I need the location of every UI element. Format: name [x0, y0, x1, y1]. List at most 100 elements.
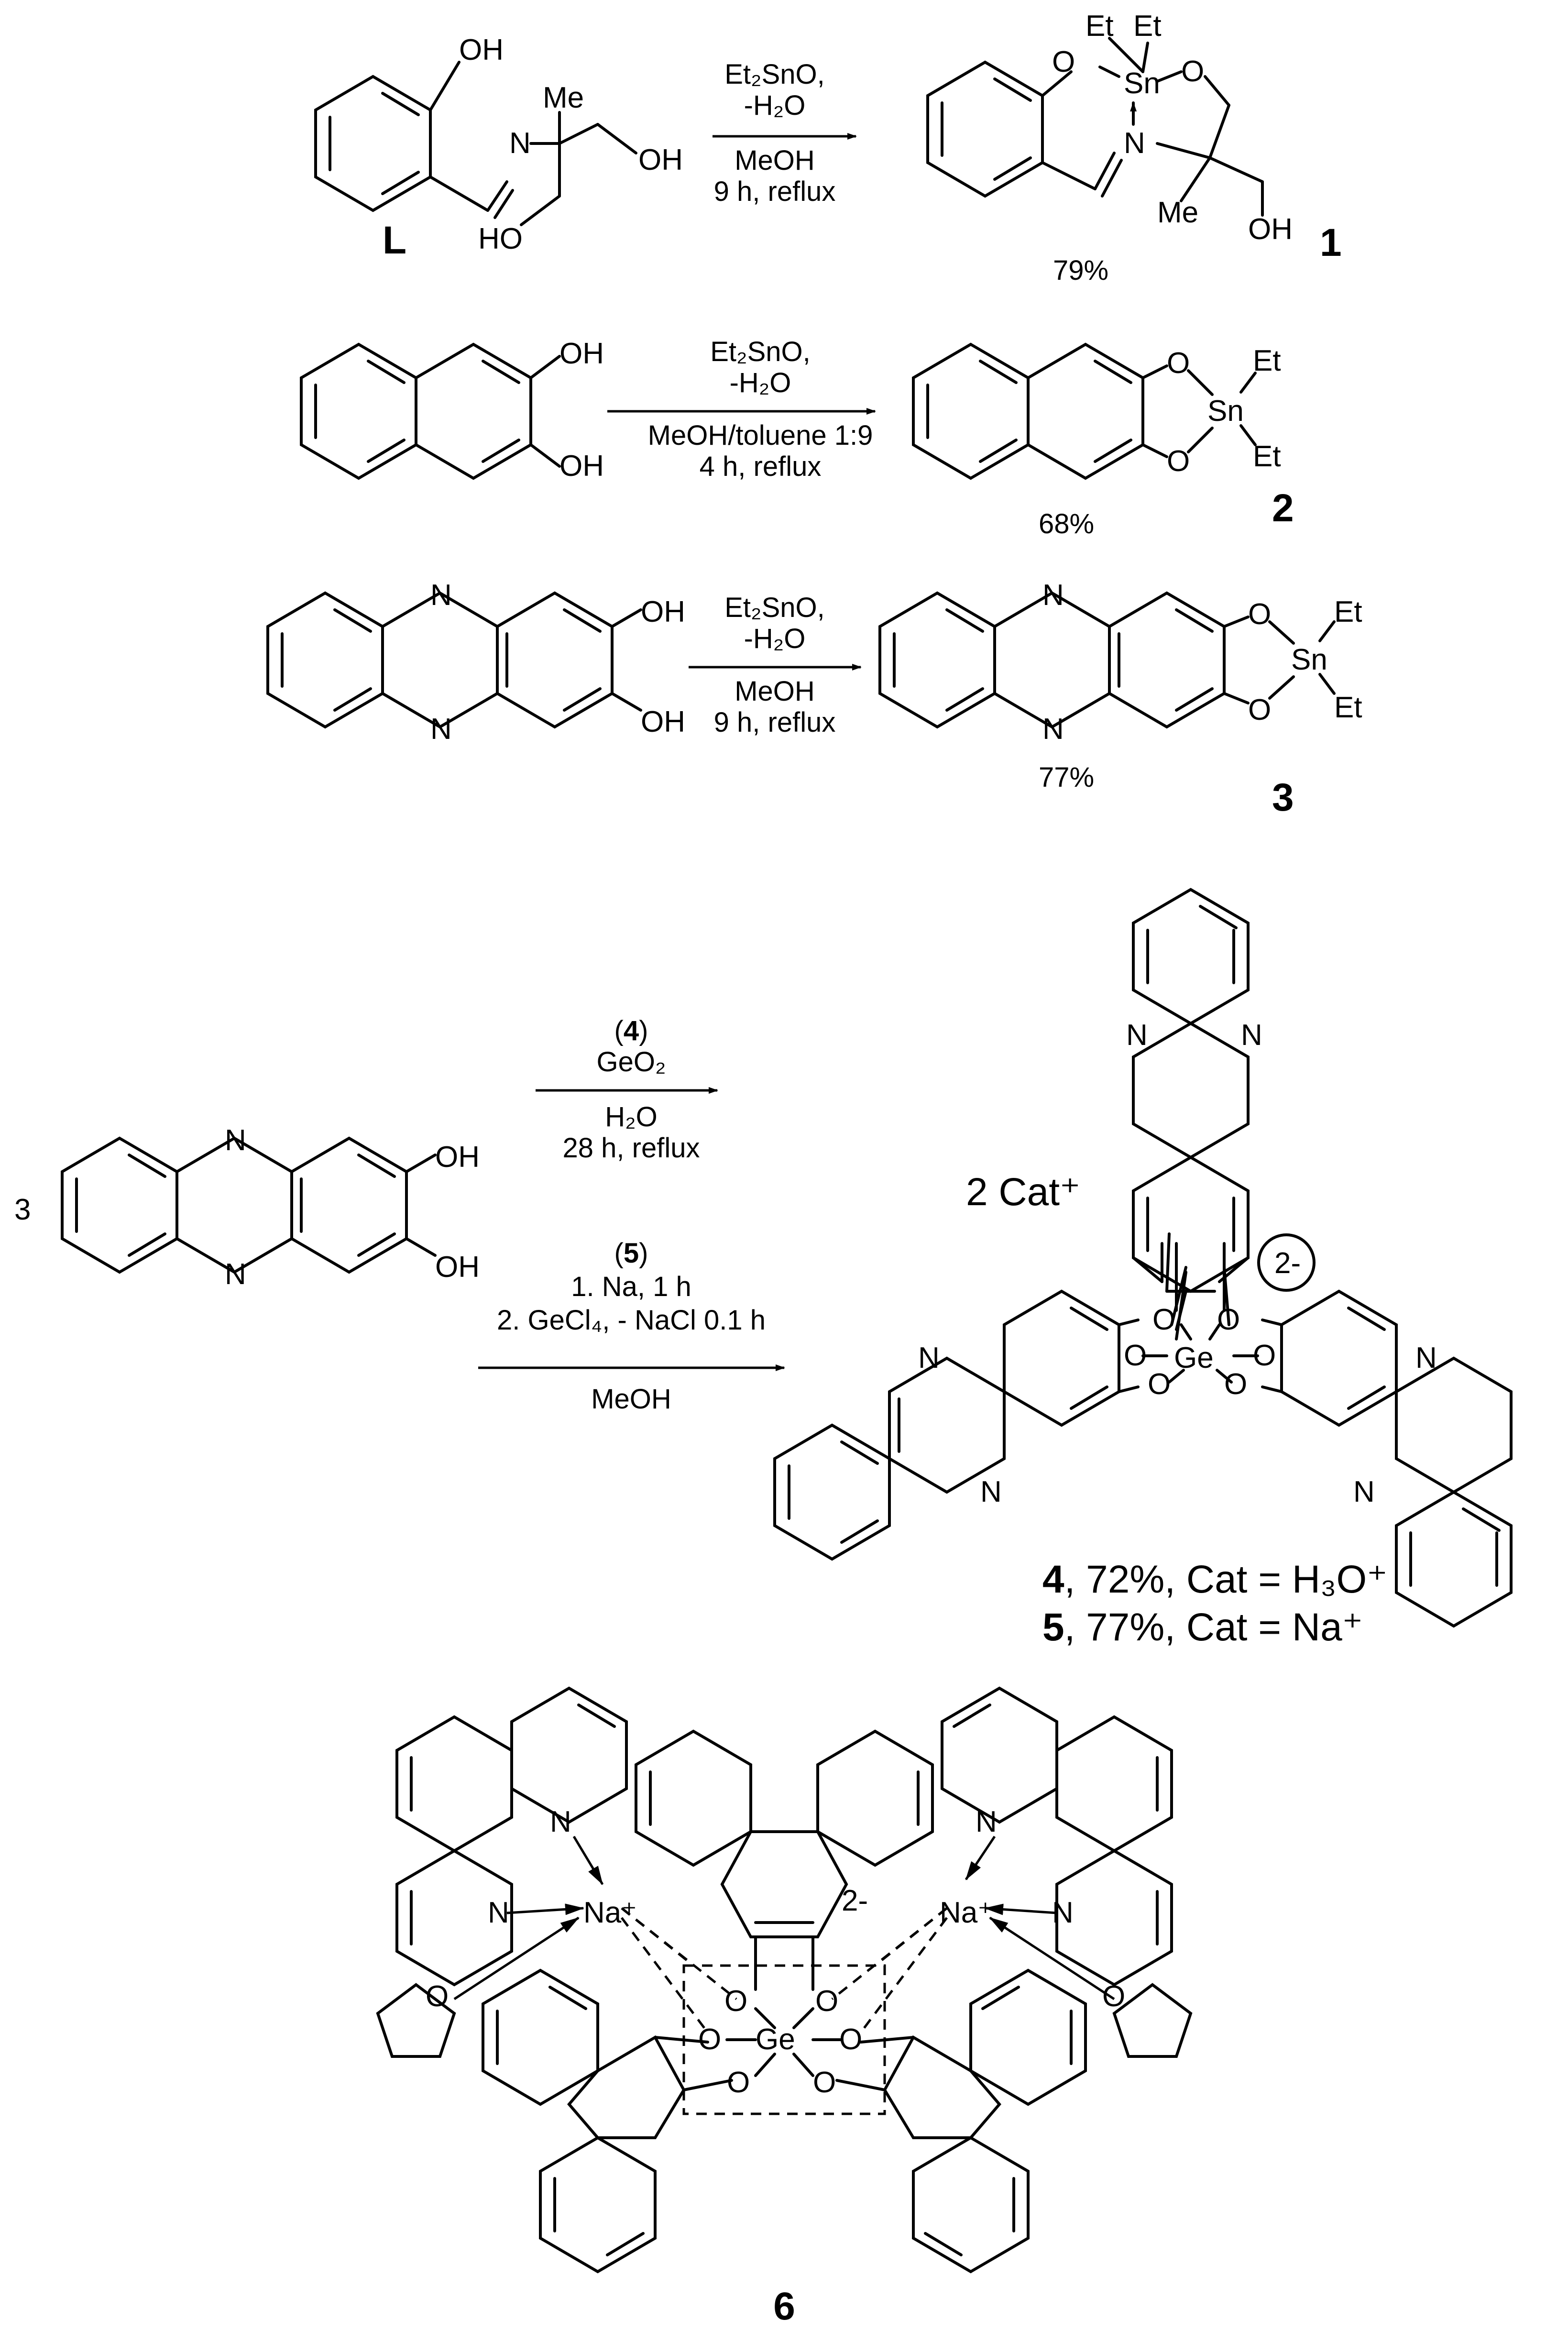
c6-ge: Ge [756, 2023, 795, 2056]
ligand-oh-right: OH [638, 143, 683, 176]
ge-charge: 2- [1274, 1247, 1301, 1280]
c6-o-bottom-right: O [813, 2066, 836, 2099]
c6-o-top-right: O [815, 1985, 838, 2018]
reaction-1: OH N Me OH HO L Et₂SnO, -H₂O MeOH 9 h, r… [314, 10, 1342, 286]
c6-na-right: Na⁺ [940, 1896, 993, 1929]
product-4-caption: 4, 72%, Cat = H₃O⁺ [1042, 1558, 1388, 1601]
r1-time: 9 h, reflux [714, 176, 836, 207]
germanate-structure [773, 888, 1513, 1628]
cation-label: 2 Cat⁺ [966, 1170, 1080, 1214]
r2-time: 4 h, reflux [700, 451, 822, 482]
product-3-structure [878, 591, 1336, 729]
p1-n: N [1124, 127, 1145, 160]
ge-o-top-left: O [1152, 1303, 1175, 1336]
ligand-ho-bottom: HO [478, 222, 523, 255]
p1-me: Me [1157, 196, 1198, 229]
compound-6-label: 6 [773, 2285, 795, 2328]
ge-right-n-top: N [1415, 1341, 1437, 1374]
p2-sn: Sn [1207, 395, 1244, 428]
p3-n-bottom: N [1042, 713, 1064, 746]
p3-sn: Sn [1291, 643, 1327, 676]
route5-solvent: MeOH [591, 1384, 671, 1415]
p1-et-2: Et [1133, 10, 1162, 43]
compound-1-label: 1 [1320, 221, 1342, 264]
phenazinediol-structure-3 [266, 591, 642, 729]
product-1-structure [926, 37, 1264, 217]
p2-et-top: Et [1253, 344, 1281, 377]
p3-n-top: N [1042, 579, 1064, 612]
phen3-n-top: N [430, 579, 452, 612]
route4-solvent: H₂O [605, 1101, 658, 1132]
r2-byproduct: -H₂O [730, 367, 791, 398]
phen-ge-n-top: N [225, 1124, 246, 1157]
p1-sn: Sn [1124, 67, 1160, 100]
phen-ge-oh-bottom: OH [435, 1251, 480, 1284]
r3-time: 9 h, reflux [714, 707, 836, 738]
c6-charge: 2- [842, 1884, 868, 1917]
r2-reagent: Et₂SnO, [710, 336, 811, 367]
compound-2-label: 2 [1272, 486, 1294, 530]
route5-step1: 1. Na, 1 h [571, 1271, 691, 1302]
c6-o-bottom-left: O [727, 2066, 750, 2099]
p2-o-bottom: O [1167, 445, 1190, 478]
c6-n-left-2: N [488, 1896, 509, 1929]
ligand-n: N [509, 127, 531, 160]
phen3-n-bottom: N [430, 713, 452, 746]
p3-et-bottom: Et [1334, 691, 1362, 724]
p1-o-left: O [1052, 45, 1075, 78]
c6-o-thf-right: O [1102, 1980, 1125, 2013]
diol2-oh-top: OH [559, 337, 604, 370]
reaction-2: OH OH Et₂SnO, -H₂O MeOH/toluene 1:9 4 h,… [300, 336, 1294, 539]
phenazinediol-structure-ge [61, 1136, 437, 1274]
ligand-oh-top: OH [459, 33, 504, 66]
product-4-num: 4 [1042, 1558, 1064, 1601]
complex-6-structure [376, 1686, 1193, 2274]
r1-reagent: Et₂SnO, [724, 59, 825, 90]
r3-reagent: Et₂SnO, [724, 592, 825, 623]
ligand-label: L [383, 219, 406, 262]
r1-solvent: MeOH [735, 145, 815, 176]
charge-circle [1257, 1233, 1316, 1292]
p1-oh: OH [1248, 213, 1293, 246]
naphthalenediol-structure [300, 342, 561, 480]
phen3-oh-bottom: OH [641, 705, 685, 738]
r3-byproduct: -H₂O [744, 623, 806, 654]
r2-solvent: MeOH/toluene 1:9 [648, 420, 873, 451]
c6-o-left: O [698, 2023, 721, 2056]
product-5-text: , 77%, Cat = Na⁺ [1064, 1605, 1363, 1649]
yield-1: 79% [1053, 255, 1108, 286]
germanium-reaction: 3 N N OH OH (4) GeO₂ H₂O 28 h, reflux (5… [14, 888, 1513, 1649]
route4-tag: (4) [614, 1015, 648, 1046]
route4-time: 28 h, reflux [563, 1132, 700, 1164]
stoich-3: 3 [14, 1193, 31, 1226]
c6-n-right-1: N [976, 1805, 997, 1838]
product-2-structure [912, 342, 1257, 480]
reaction-3: N N OH OH Et₂SnO, -H₂O MeOH 9 h, reflux … [266, 579, 1362, 819]
c6-n-left-1: N [550, 1805, 571, 1838]
ge-o-bottom-left: O [1148, 1368, 1171, 1401]
p3-et-top: Et [1334, 595, 1362, 628]
route5-tag: (5) [614, 1238, 648, 1269]
ligand-me: Me [543, 81, 584, 114]
route5-tag-num: 5 [624, 1238, 639, 1269]
ge-left-n-top: N [918, 1341, 940, 1374]
ligand-L-structure [314, 61, 637, 226]
ge-center: Ge [1174, 1341, 1214, 1374]
p3-o-bottom: O [1248, 693, 1271, 726]
phen3-oh-top: OH [641, 595, 685, 628]
route5-step2: 2. GeCl₄, - NaCl 0.1 h [497, 1305, 766, 1336]
yield-3: 77% [1039, 762, 1094, 793]
product-5-num: 5 [1042, 1605, 1064, 1649]
p1-et-1: Et [1086, 10, 1114, 43]
complex-6: N N Na⁺ O N N Na⁺ O 2- O O O O Ge O O 6 [376, 1686, 1193, 2328]
route4-tag-num: 4 [624, 1015, 639, 1046]
p2-et-bottom: Et [1253, 440, 1281, 473]
c6-o-top-left: O [724, 1985, 747, 2018]
yield-2: 68% [1039, 508, 1094, 539]
ge-top-n-right: N [1241, 1019, 1262, 1052]
ge-top-n-left: N [1126, 1019, 1148, 1052]
ge-o-top-right: O [1217, 1303, 1240, 1336]
c6-na-left: Na⁺ [583, 1896, 637, 1929]
diol2-oh-bottom: OH [559, 450, 604, 483]
